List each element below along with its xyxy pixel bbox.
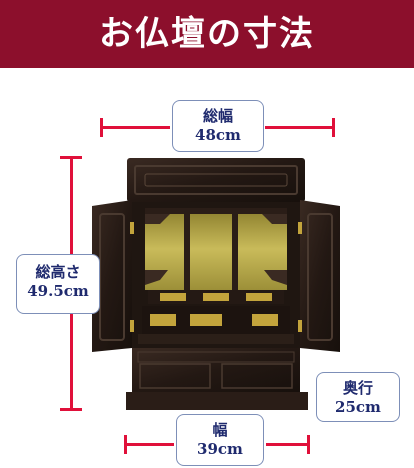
right-door [298, 200, 340, 352]
total-height-label: 総高さ 49.5cm [16, 254, 100, 314]
width-cap-right [307, 435, 310, 454]
cabinet-top [127, 158, 305, 202]
total-height-value: 49.5cm [27, 282, 89, 300]
page-title: お仏壇の寸法 [99, 14, 315, 54]
title-banner [0, 0, 414, 68]
width-value: 39cm [197, 440, 243, 458]
depth-label: 奥行 25cm [316, 372, 400, 422]
total-height-name: 総高さ [35, 263, 81, 281]
width-label: 幅 39cm [176, 414, 264, 466]
depth-name: 奥行 [342, 379, 373, 397]
width-line-left [124, 443, 174, 446]
width-line-right [266, 443, 310, 446]
total-width-line-left [100, 126, 170, 129]
cabinet-body [132, 202, 300, 392]
width-cap-left [124, 435, 127, 454]
total-width-cap-right [332, 118, 335, 137]
total-width-value: 48cm [195, 126, 241, 144]
cabinet-base [126, 392, 308, 410]
depth-value: 25cm [335, 398, 381, 416]
total-width-name: 総幅 [202, 107, 233, 125]
width-name: 幅 [212, 421, 228, 439]
total-width-cap-left [100, 118, 103, 137]
total-height-line-top [70, 156, 73, 254]
total-width-line-right [265, 126, 335, 129]
total-height-cap-bottom [60, 408, 82, 411]
total-width-label: 総幅 48cm [172, 100, 264, 152]
left-door [92, 200, 134, 352]
total-height-line-bottom [70, 314, 73, 410]
